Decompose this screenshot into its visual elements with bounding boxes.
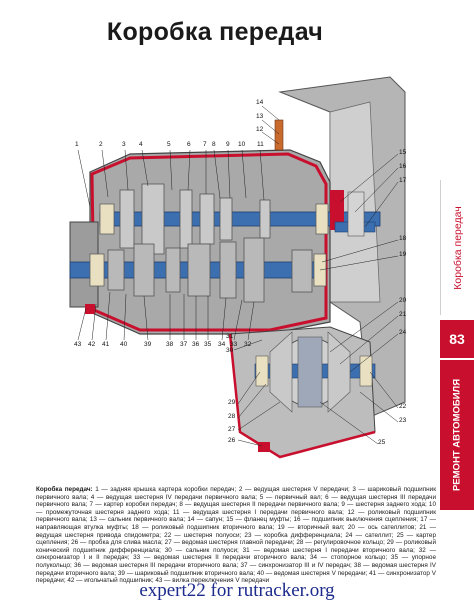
callout-label: 10 [238, 141, 246, 148]
callout-label: 20 [399, 297, 407, 304]
callout-label: 27 [228, 426, 236, 433]
callout-label: 24 [399, 329, 407, 336]
callout-label: 5 [167, 141, 171, 148]
callout-label: 18 [399, 235, 407, 242]
callout-label: 36 [192, 341, 200, 348]
callout-label: 42 [88, 341, 96, 348]
callout-label: 7 [203, 141, 207, 148]
figure-caption: Коробка передач: 1 — задняя крышка карте… [36, 486, 436, 585]
callout-label: 25 [378, 439, 386, 446]
side-tab: Коробка передач 83 РЕМОНТ АВТОМОБИЛЯ [440, 180, 474, 510]
callout-label: 41 [102, 341, 110, 348]
caption-text: 1 — задняя крышка картера коробки переда… [36, 486, 436, 585]
callout-label: 34 [218, 341, 226, 348]
callout-label: 28 [228, 413, 236, 420]
callout-label: 6 [187, 141, 191, 148]
callout-label: 37 [180, 341, 188, 348]
callout-label: 23 [399, 417, 407, 424]
gearbox-cutaway-drawing [69, 76, 406, 459]
callout-label: 31 [226, 333, 234, 340]
callout-label: 3 [122, 141, 126, 148]
side-section-tab: Коробка передач [440, 180, 474, 315]
side-section-label: Коробка передач [451, 205, 464, 290]
callout-label: 15 [399, 149, 407, 156]
callout-label: 32 [244, 341, 252, 348]
footer-watermark: expert22 for rutracker.org [139, 580, 335, 601]
page-title: Коробка передач [106, 18, 324, 46]
callout-label: 30 [226, 347, 234, 354]
callout-label: 17 [399, 177, 407, 184]
callout-label: 19 [399, 251, 407, 258]
callout-label: 8 [212, 141, 216, 148]
callout-label: 43 [74, 341, 82, 348]
callout-label: 26 [228, 437, 236, 444]
callout-label: 14 [256, 99, 264, 106]
callout-label: 16 [399, 163, 407, 170]
callout-label: 1 [75, 141, 79, 148]
callout-label: 35 [204, 341, 212, 348]
page-number: 83 [440, 320, 474, 358]
caption-heading: Коробка передач: [36, 486, 93, 493]
callout-label: 29 [228, 399, 236, 406]
side-book-tab: РЕМОНТ АВТОМОБИЛЯ [440, 360, 474, 510]
callout-label: 13 [256, 113, 264, 120]
callout-label: 21 [399, 311, 407, 318]
callout-label: 2 [99, 141, 103, 148]
callout-label: 4 [139, 141, 143, 148]
callout-label: 38 [166, 341, 174, 348]
callout-label: 9 [226, 141, 230, 148]
callout-label: 40 [120, 341, 128, 348]
callout-label: 11 [257, 141, 264, 148]
callout-label: 39 [144, 341, 152, 348]
gearbox-illustration: 1 2 3 4 5 6 7 8 9 10 11 14 13 12 15 16 1… [30, 72, 428, 472]
callout-label: 22 [399, 403, 407, 410]
side-book-label: РЕМОНТ АВТОМОБИЛЯ [451, 378, 463, 492]
callout-label: 33 [230, 341, 238, 348]
callout-label: 12 [256, 126, 264, 133]
